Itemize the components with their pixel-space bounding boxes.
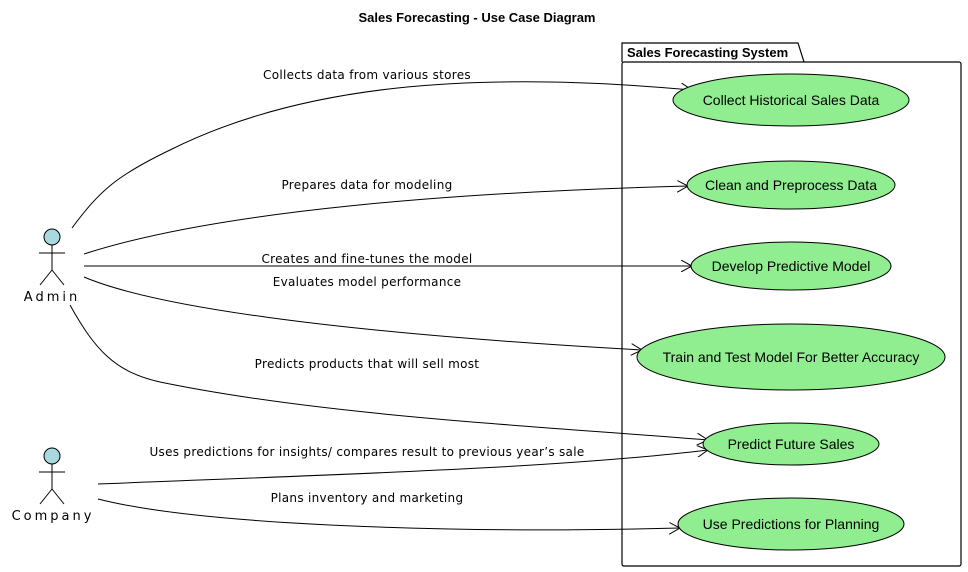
system-boundary: Sales Forecasting System <box>621 42 962 567</box>
relation-label: Plans inventory and marketing <box>271 491 464 505</box>
actor-head-icon <box>43 447 61 465</box>
relation-admin-train <box>83 276 642 350</box>
relation-label: Uses predictions for insights/ compares … <box>149 445 584 459</box>
system-name: Sales Forecasting System <box>627 45 788 60</box>
relations <box>69 81 708 530</box>
actor-label: Admin <box>24 290 80 305</box>
use-case-train[interactable]: Train and Test Model For Better Accuracy <box>636 323 946 391</box>
relation-admin-collect <box>71 81 692 229</box>
relation-label: Collects data from various stores <box>263 68 471 82</box>
relation-labels: Collects data from various stores Prepar… <box>149 68 584 505</box>
actor-label: Company <box>12 509 95 524</box>
use-case-label: Predict Future Sales <box>728 436 855 452</box>
diagram-title: Sales Forecasting - Use Case Diagram <box>359 10 596 25</box>
use-case-collect[interactable]: Collect Historical Sales Data <box>672 73 910 127</box>
use-case-label: Train and Test Model For Better Accuracy <box>663 349 920 365</box>
relation-label: Predicts products that will sell most <box>255 357 480 371</box>
relation-admin-clean <box>83 186 688 255</box>
actor-head-icon <box>43 228 61 246</box>
use-case-use[interactable]: Use Predictions for Planning <box>677 497 905 551</box>
relation-company-predict <box>97 450 708 485</box>
use-case-label: Use Predictions for Planning <box>703 516 880 532</box>
relation-label: Prepares data for modeling <box>281 178 452 192</box>
relation-company-use <box>97 498 680 530</box>
use-case-clean[interactable]: Clean and Preprocess Data <box>686 160 896 210</box>
use-case-predict[interactable]: Predict Future Sales <box>702 422 880 466</box>
relation-label: Creates and fine-tunes the model <box>261 252 472 266</box>
use-case-label: Collect Historical Sales Data <box>703 92 880 108</box>
actor-company[interactable]: Company <box>12 447 95 524</box>
actor-admin[interactable]: Admin <box>24 228 80 305</box>
relation-admin-predict <box>69 304 708 440</box>
use-case-label: Clean and Preprocess Data <box>705 177 877 193</box>
use-case-label: Develop Predictive Model <box>712 258 871 274</box>
use-case-develop[interactable]: Develop Predictive Model <box>690 241 892 291</box>
relation-label: Evaluates model performance <box>273 275 462 289</box>
